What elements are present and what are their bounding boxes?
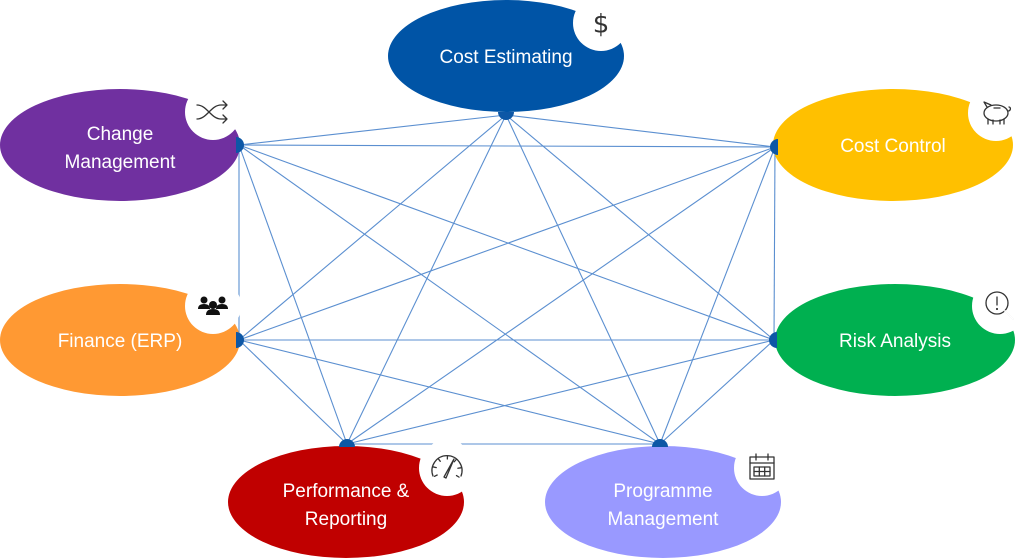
connection-line-risk-analysis-to-performance-reporting bbox=[346, 339, 775, 445]
connection-anchor bbox=[236, 137, 244, 153]
connection-line-cost-control-to-risk-analysis bbox=[773, 146, 776, 341]
connection-line-finance-erp-to-performance-reporting bbox=[238, 339, 348, 445]
connection-anchor bbox=[770, 139, 778, 155]
node-performance-reporting: Performance & Reporting bbox=[228, 440, 475, 558]
connection-lines bbox=[238, 114, 776, 445]
connection-line-change-management-to-risk-analysis bbox=[238, 144, 775, 341]
node-ellipse bbox=[545, 446, 781, 558]
connection-line-cost-estimating-to-finance-erp bbox=[238, 114, 507, 341]
connection-line-cost-control-to-performance-reporting bbox=[346, 146, 776, 445]
node-label: Cost Control bbox=[840, 136, 946, 157]
node-cost-control: Cost Control bbox=[773, 85, 1024, 201]
risk-search-icon bbox=[985, 291, 1014, 320]
people-group-icon bbox=[198, 296, 228, 315]
connection-anchor bbox=[236, 332, 244, 348]
icon-badge bbox=[734, 440, 790, 496]
connection-line-cost-control-to-finance-erp bbox=[238, 146, 776, 341]
connection-line-change-management-to-programme-management bbox=[238, 144, 661, 445]
node-ellipse bbox=[0, 284, 240, 396]
connection-line-change-management-to-performance-reporting bbox=[238, 144, 348, 445]
node-ellipse bbox=[773, 89, 1013, 201]
connection-line-cost-estimating-to-performance-reporting bbox=[346, 114, 507, 445]
node-label: Risk Analysis bbox=[839, 331, 951, 352]
node-cost-estimating: $ Cost Estimating bbox=[388, 0, 629, 112]
node-ellipse bbox=[0, 89, 240, 201]
connection-line-finance-erp-to-programme-management bbox=[238, 339, 661, 445]
connection-line-risk-analysis-to-programme-management bbox=[659, 339, 775, 445]
connection-line-cost-estimating-to-programme-management bbox=[505, 114, 661, 445]
calendar-icon bbox=[749, 453, 775, 480]
icon-badge bbox=[968, 85, 1024, 141]
node-label: Cost Estimating bbox=[439, 47, 572, 68]
connection-line-cost-control-to-programme-management bbox=[659, 146, 776, 445]
piggy-bank-icon bbox=[983, 101, 1012, 125]
node-ellipse bbox=[388, 0, 624, 112]
node-ellipse bbox=[775, 284, 1015, 396]
connection-anchor bbox=[769, 332, 777, 348]
node-label: Programme bbox=[613, 481, 712, 502]
svg-text:$: $ bbox=[593, 10, 610, 40]
icon-badge bbox=[573, 0, 629, 51]
connection-anchors bbox=[236, 112, 778, 447]
connection-line-cost-estimating-to-change-management bbox=[238, 114, 507, 146]
node-risk-analysis: Risk Analysis bbox=[775, 278, 1024, 396]
gauge-icon bbox=[431, 455, 463, 479]
connection-line-cost-estimating-to-cost-control bbox=[505, 114, 776, 148]
connection-anchor bbox=[498, 112, 514, 120]
icon-badge bbox=[419, 440, 475, 496]
node-label: Reporting bbox=[305, 509, 387, 530]
connection-anchor bbox=[652, 439, 668, 447]
icon-badge bbox=[185, 84, 241, 140]
connection-anchor bbox=[339, 439, 355, 447]
node-ellipse bbox=[228, 446, 464, 558]
node-label: Finance (ERP) bbox=[58, 331, 183, 352]
shuffle-icon bbox=[196, 100, 228, 124]
connection-line-cost-estimating-to-risk-analysis bbox=[505, 114, 775, 341]
icon-badge bbox=[972, 278, 1024, 334]
node-label: Performance & bbox=[283, 481, 410, 502]
node-finance-erp: Finance (ERP) bbox=[0, 278, 241, 396]
node-label: Management bbox=[608, 509, 720, 530]
connection-line-change-management-to-cost-control bbox=[238, 144, 776, 148]
dollar-icon: $ bbox=[593, 10, 610, 40]
node-label: Management bbox=[65, 152, 177, 173]
node-label: Change bbox=[87, 124, 154, 145]
